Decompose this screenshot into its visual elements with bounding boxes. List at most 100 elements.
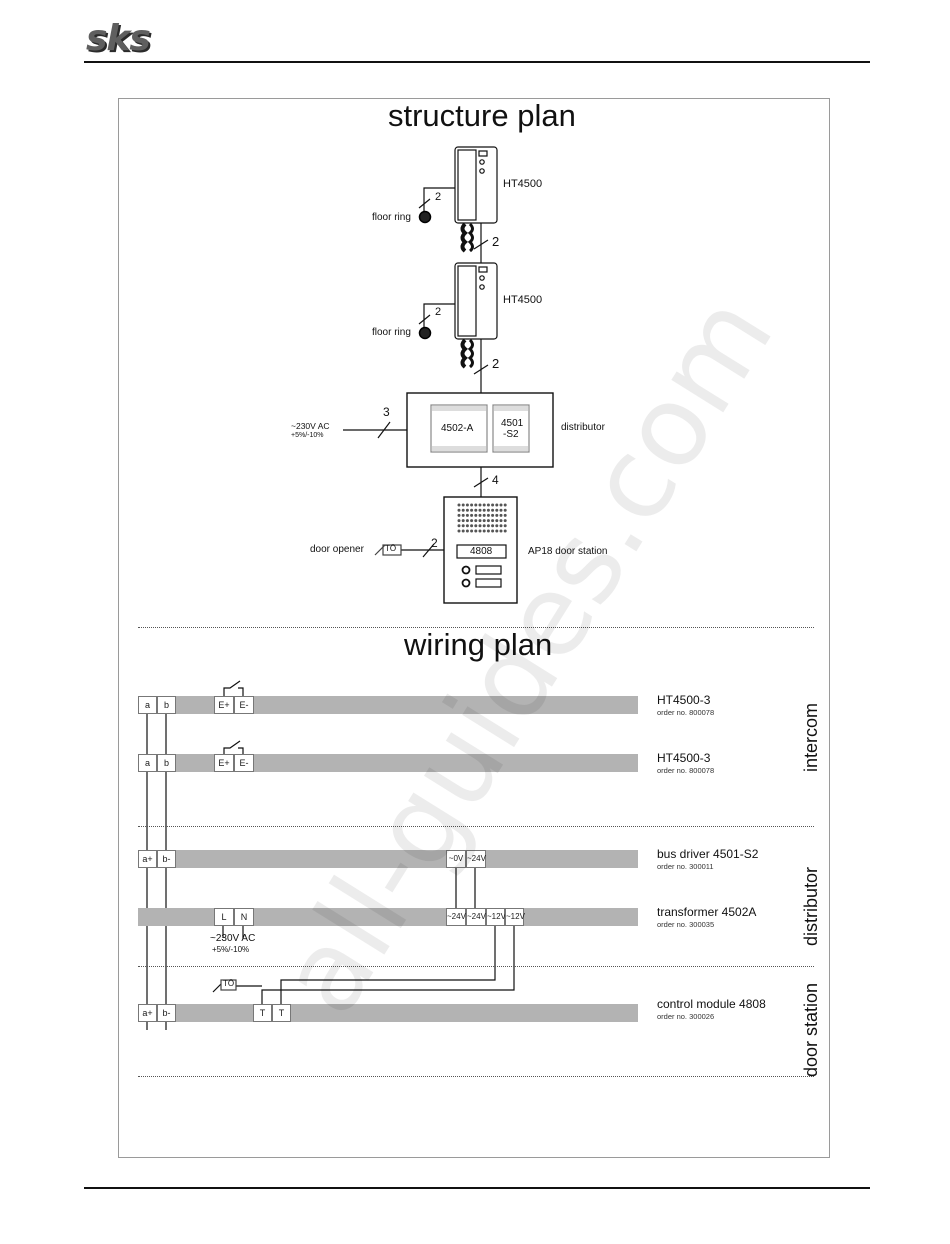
grille-dot	[503, 519, 507, 523]
grille-dot	[486, 513, 490, 517]
grille-dot	[457, 503, 461, 507]
row3-term-0v: ~0V	[446, 850, 466, 868]
grille-dot	[482, 513, 486, 517]
separator-3	[138, 966, 814, 967]
grille-dot	[482, 503, 486, 507]
row4-term-12v-a: ~12V	[486, 908, 506, 926]
row5-term-bminus: b-	[157, 1004, 176, 1022]
row2-bar	[138, 754, 638, 772]
structure-plan-title: structure plan	[388, 98, 576, 133]
grille-dot	[474, 519, 478, 523]
grille-dot	[474, 524, 478, 528]
grille-dot	[461, 519, 465, 523]
handset1-bus-wires: 2	[492, 234, 500, 249]
grille-dot	[482, 529, 486, 533]
row3-term-bminus: b-	[157, 850, 176, 868]
row2-term-a: a	[138, 754, 157, 772]
floor-ring-1-label: floor ring	[372, 212, 411, 223]
grille-dot	[499, 519, 503, 523]
row5-bar	[138, 1004, 638, 1022]
grille-dot	[461, 503, 465, 507]
grille-dot	[495, 513, 499, 517]
grille-dot	[465, 513, 469, 517]
sks-logo: sks	[86, 18, 151, 59]
grille-dot	[470, 503, 474, 507]
distributor-tolerance: +5%/-10%	[291, 432, 324, 439]
row5-opener-symbol: TÖ	[223, 979, 235, 988]
section-door-station: door station	[801, 982, 821, 1077]
module-4502-label: 4502-A	[441, 423, 474, 434]
row2-order: order no. 800078	[657, 766, 715, 775]
door-station-display: 4808	[470, 546, 493, 557]
grille-dot	[495, 524, 499, 528]
separator-1	[138, 627, 814, 628]
handset2-label: HT4500	[503, 294, 543, 306]
grille-dot	[491, 508, 495, 512]
module-4501-label-2: -S2	[503, 429, 519, 440]
row4-power: ~230V AC	[210, 933, 256, 944]
door-opener-label: door opener	[310, 544, 364, 555]
handset1-label: HT4500	[503, 178, 543, 190]
door-opener-wires: 2	[431, 536, 438, 550]
grille-dot	[495, 503, 499, 507]
row5-term-t2: T	[272, 1004, 291, 1022]
grille-dot	[482, 519, 486, 523]
grille-dot	[478, 503, 482, 507]
grille-dot	[470, 524, 474, 528]
row4-term-l: L	[214, 908, 234, 926]
grille-dot	[474, 513, 478, 517]
grille-dot	[486, 503, 490, 507]
grille-dot	[499, 503, 503, 507]
handset2-bus-wires: 2	[492, 356, 500, 371]
grille-dot	[495, 529, 499, 533]
row1-term-eminus: E-	[234, 696, 254, 714]
grille-dot	[474, 503, 478, 507]
grille-dot	[461, 529, 465, 533]
grille-dot	[461, 508, 465, 512]
section-distributor: distributor	[801, 866, 821, 946]
grille-dot	[465, 529, 469, 533]
grille-dot	[478, 524, 482, 528]
handset2-ring-wire	[423, 303, 455, 330]
grille-dot	[470, 513, 474, 517]
grille-dot	[478, 513, 482, 517]
row4-title: transformer 4502A	[657, 905, 757, 919]
grille-dot	[491, 529, 495, 533]
grille-dot	[503, 503, 507, 507]
handset1-ring-wire	[423, 187, 455, 214]
row5-term-aplus: a+	[138, 1004, 157, 1022]
row2-term-eminus: E-	[234, 754, 254, 772]
handset1-ring-wires: 2	[435, 191, 442, 203]
grille-dot	[495, 508, 499, 512]
handset2-cord	[460, 338, 468, 369]
diagram-frame	[118, 98, 830, 1158]
row3-order: order no. 300011	[657, 862, 714, 871]
row1-bar	[138, 696, 638, 714]
row4-term-12v-b: ~12V	[505, 908, 525, 926]
grille-dot	[491, 513, 495, 517]
grille-dot	[482, 524, 486, 528]
grille-dot	[478, 529, 482, 533]
row5-order: order no. 300026	[657, 1012, 715, 1021]
distributor-label: distributor	[561, 422, 605, 433]
grille-dot	[465, 503, 469, 507]
row4-order: order no. 300035	[657, 920, 715, 929]
distributor-out-wires: 4	[492, 473, 499, 487]
grille-dot	[461, 513, 465, 517]
row4-term-n: N	[234, 908, 254, 926]
grille-dot	[478, 519, 482, 523]
module-4501-label-1: 4501	[501, 418, 524, 429]
row1-order: order no. 800078	[657, 708, 715, 717]
header-rule	[84, 61, 870, 63]
row3-title: bus driver 4501-S2	[657, 847, 759, 861]
grille-dot	[457, 529, 461, 533]
grille-dot	[503, 513, 507, 517]
grille-dot	[491, 519, 495, 523]
row3-term-aplus: a+	[138, 850, 157, 868]
grille-dot	[499, 513, 503, 517]
wiring-plan-title: wiring plan	[404, 627, 553, 662]
door-opener-symbol: TÖ	[385, 544, 397, 553]
grille-dot	[495, 519, 499, 523]
